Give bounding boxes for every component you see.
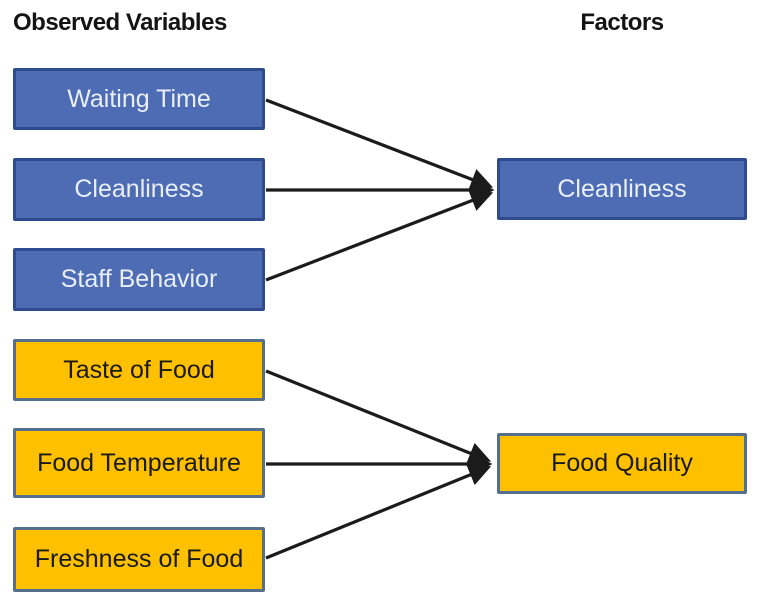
column-header-factors: Factors	[580, 9, 664, 36]
node-factor-food-quality: Food Quality	[497, 433, 747, 494]
node-observed-waiting-time: Waiting Time	[13, 68, 265, 130]
node-observed-freshness-of-food: Freshness of Food	[13, 527, 265, 592]
arrow-taste-of-food-to-food-quality	[265, 369, 492, 464]
arrow-staff-behavior-to-cleanliness	[265, 189, 494, 282]
node-observed-staff-behavior: Staff Behavior	[13, 248, 265, 311]
column-header-observed-variables: Observed Variables	[13, 9, 227, 36]
node-observed-food-temperature: Food Temperature	[13, 428, 265, 498]
node-observed-cleanliness: Cleanliness	[13, 158, 265, 221]
node-factor-cleanliness: Cleanliness	[497, 158, 747, 220]
arrow-freshness-of-food-to-food-quality	[265, 464, 492, 560]
node-observed-taste-of-food: Taste of Food	[13, 339, 265, 401]
arrow-waiting-time-to-cleanliness	[265, 98, 494, 191]
